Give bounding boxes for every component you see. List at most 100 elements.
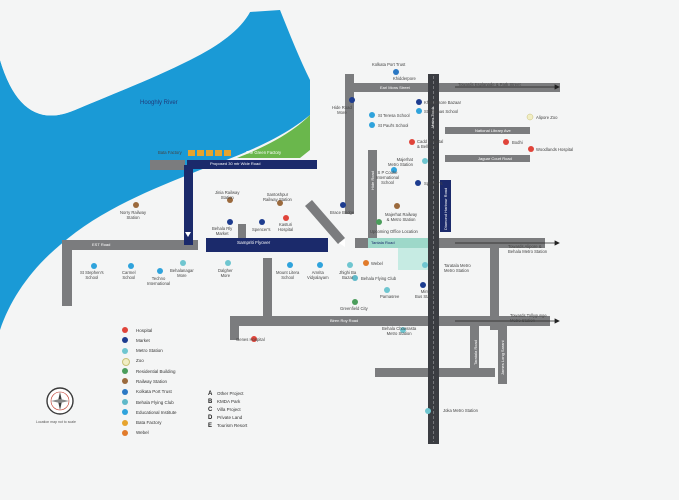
bata-road (150, 160, 185, 170)
poi-zoo (526, 113, 534, 121)
majerhat-bridge (440, 180, 451, 232)
hospital-icon (122, 327, 128, 333)
st-stephens-label: St Stephen's School (80, 270, 104, 280)
st-pauls-label: St Paul's School (378, 123, 409, 128)
james-long-label: James Long Sarani (500, 340, 505, 375)
est-road-label: EST Road (92, 242, 111, 247)
poi-kasturi (283, 215, 289, 221)
river-label: Hooghly River (140, 100, 178, 106)
st-thomas-label: St Thomas School (424, 109, 459, 114)
bata-factory-blocks (188, 150, 231, 156)
towards-alipore-label: Towards Alipore & Behala Metro Station (508, 244, 548, 254)
poi-btm (227, 219, 233, 225)
btm-label: Behala Rly Market (212, 226, 233, 236)
poi-genes (251, 336, 257, 342)
jaguar-court-road (445, 155, 530, 162)
poi-amrita (317, 262, 323, 268)
poi-st-pauls (369, 122, 375, 128)
river-light (0, 0, 250, 116)
poi-spencers-top (415, 180, 421, 186)
taratala-light (398, 248, 428, 270)
poi-spencers-mid (259, 219, 265, 225)
towards-tollygunge-label: Towards Tollygunge Metro Station (510, 313, 547, 323)
poi-markers (91, 69, 534, 414)
poi-st-teresa (369, 112, 375, 118)
market-icon (122, 337, 128, 344)
st-teresa-label: St Teresa School (378, 113, 410, 118)
taratala-road-label: Taratala Road (473, 340, 478, 365)
residential-icon (122, 368, 128, 375)
poi-majerhat-rly (394, 203, 400, 209)
left-vertical-road (345, 74, 354, 214)
sampriti-flyover (206, 238, 328, 252)
sp-cooke-label: S P Cooke International School (376, 170, 400, 185)
national-library-road (445, 127, 530, 134)
towards-esplanade-label: Towards Esplanade & Park Street (458, 82, 521, 87)
behalanagar-label: Behalanagar More (170, 268, 194, 278)
earl-mons-road (345, 83, 560, 92)
green-factory-label: The Green Factory (246, 150, 282, 155)
poi-taratala (422, 262, 428, 268)
education-icon (122, 409, 128, 416)
poi-webel (363, 260, 369, 266)
poi-kpt (393, 69, 399, 75)
port-trust-icon (122, 388, 128, 395)
bodhi-label: Bodhi (512, 140, 523, 145)
behala-flying-label: Behala Flying Club (361, 276, 397, 281)
kasturi-label: Kasturi Hospital (278, 222, 294, 232)
flying-club-icon (122, 399, 128, 406)
norry-rly-label: Norry Railway Station (120, 210, 147, 220)
upcoming-label: Upcoming Office Location (370, 229, 418, 234)
kpt-label: Kolkata Port Trust (372, 62, 406, 67)
biren-roy-label: Biren Roy Road (330, 318, 359, 323)
flyover-label: Sampriti Flyover (237, 240, 271, 245)
poi-hide-road (349, 97, 355, 103)
compass-rose-icon (46, 387, 74, 415)
right-vert-2 (470, 326, 479, 376)
river-bank (237, 80, 310, 158)
poi-norry-rly (133, 202, 139, 208)
biren-roy-road (230, 316, 510, 326)
poi-techno (157, 268, 163, 274)
poi-parnasree (384, 287, 390, 293)
behala-vert (263, 258, 272, 320)
poi-brace-bridge (340, 202, 346, 208)
proposed-white-road (187, 160, 317, 169)
amrita-label: Amrita Vidyalayam (307, 270, 329, 280)
woodlands-label: Woodlands Hospital (536, 147, 574, 152)
poi-jinjiraj (347, 262, 353, 268)
spencers-mid-label: Spencer's (252, 227, 271, 232)
poi-joka (425, 408, 431, 414)
poi-sp-cooke (391, 167, 397, 173)
poi-santoshpur-rly (277, 200, 283, 206)
earl-mons-label: Earl Mons Street (380, 85, 410, 90)
brace-bridge-label: Brace Bridge (330, 210, 355, 215)
jaguar-label: Jaguar Court Road (478, 156, 512, 161)
est-road (68, 240, 198, 250)
santoshpur-rly-label: Santoshpur Railway Station (263, 192, 292, 202)
metro-icon (122, 347, 128, 354)
greenfield-label: Greenfield City (340, 306, 368, 311)
poi-jinia-rly (227, 197, 233, 203)
national-library-label: National Library Ave (475, 128, 511, 133)
white-road-label: Proposed 30 mtr Wide Road (210, 161, 261, 166)
poi-behalanagar (180, 260, 186, 266)
behala-chowrasta-label: Behala Chowrasta Metro Station (382, 326, 417, 336)
poi-upcoming (376, 219, 382, 225)
kidderpore-bazaar-label: Khiddersore Bazaar (424, 100, 462, 105)
tantala-road (355, 238, 545, 248)
calcutta-hospital-label: Cadd Hospital & Bell time (417, 139, 444, 149)
hide-road-label: Hide Road (370, 171, 375, 190)
webel-icon (122, 429, 128, 436)
diamond-harbour-label: Diamond Harbour Road (443, 187, 448, 230)
poi-st-thomas (416, 108, 422, 114)
taratala-metro-label: Taratala Metro Metro Station (444, 263, 471, 273)
poi-khidderpore-bazaar (416, 99, 422, 105)
